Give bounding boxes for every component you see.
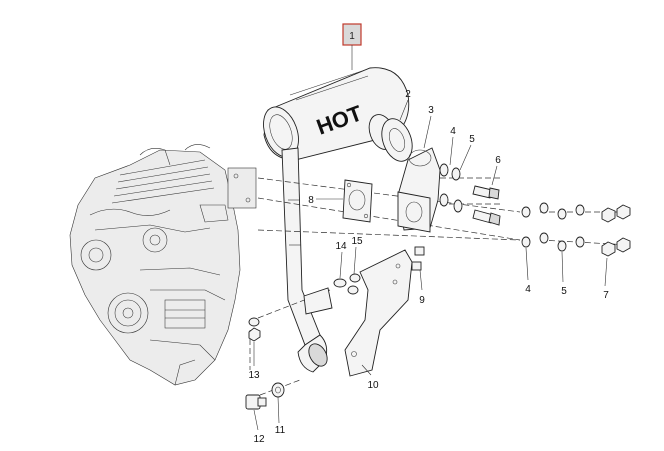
bolt-part[interactable] [472,185,501,226]
callout-2[interactable]: 2 [405,89,411,100]
callout-9[interactable]: 9 [419,295,425,306]
callout-leaders [253,99,608,431]
tail-pipe[interactable] [281,147,331,373]
muffler-part[interactable]: HOT [257,67,410,162]
callout-1-label: 1 [349,31,355,42]
callout-14[interactable]: 14 [335,241,347,252]
callout-4-lower[interactable]: 4 [525,284,531,295]
gasket-part[interactable] [342,179,373,223]
callout-10[interactable]: 10 [367,380,379,391]
callout-6[interactable]: 6 [495,155,501,166]
part-1-highlight[interactable]: 1 [342,23,362,70]
callout-12[interactable]: 12 [253,434,265,445]
callout-13[interactable]: 13 [248,370,260,381]
callout-7[interactable]: 7 [603,290,609,301]
callout-8[interactable]: 8 [308,195,314,206]
callout-11[interactable]: 11 [275,425,286,436]
callout-5-lower[interactable]: 5 [561,286,567,297]
bracket-fasteners[interactable] [245,246,425,410]
engine-block-illustration [69,144,257,386]
callout-4-upper[interactable]: 4 [450,126,456,137]
support-bracket-part[interactable] [303,249,413,377]
callout-3[interactable]: 3 [428,105,434,116]
exhaust-elbow-part[interactable] [397,147,441,233]
outlet-gasket-part[interactable] [376,115,417,166]
callout-5-upper[interactable]: 5 [469,134,475,145]
callout-labels: 2 3 4 5 6 8 14 15 9 4 5 7 13 10 12 11 [248,89,609,445]
elbow-fasteners[interactable] [439,163,463,213]
stud-nut-rows[interactable] [521,202,631,257]
callout-15[interactable]: 15 [351,236,363,247]
